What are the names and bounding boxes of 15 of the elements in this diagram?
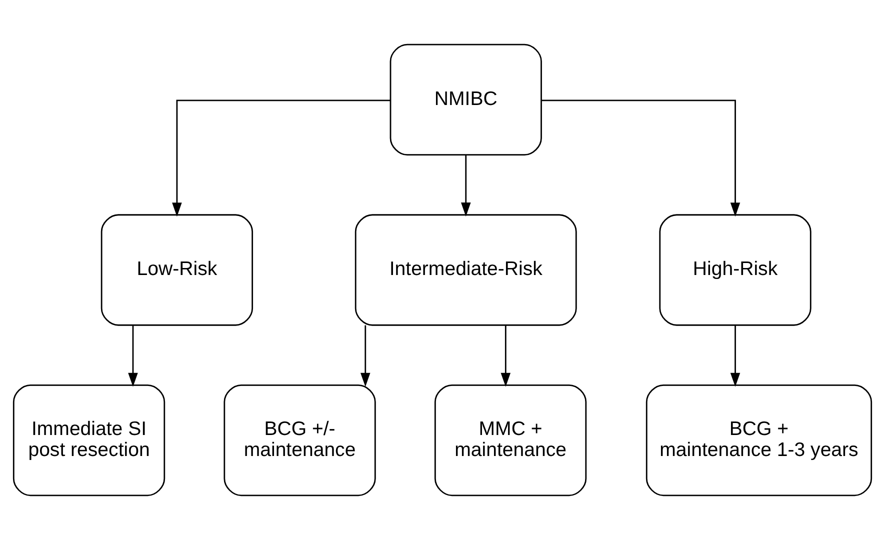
node-box: Intermediate-Risk [354,214,577,326]
arrow [500,325,511,387]
arrow [460,155,471,217]
node-box: BCG +/- maintenance [224,384,376,496]
node-box: NMIBC [390,44,542,156]
arrow [172,100,390,217]
arrow [541,100,740,217]
arrow [128,325,138,387]
node-box: MMC + maintenance [434,384,587,496]
node-box: BCG + maintenance 1-3 years [646,384,872,496]
node-box: High-Risk [659,214,812,326]
node-box: Low-Risk [100,214,254,326]
arrow [730,325,740,387]
arrow [360,325,370,387]
node-box: Immediate SI post resection [12,384,166,496]
